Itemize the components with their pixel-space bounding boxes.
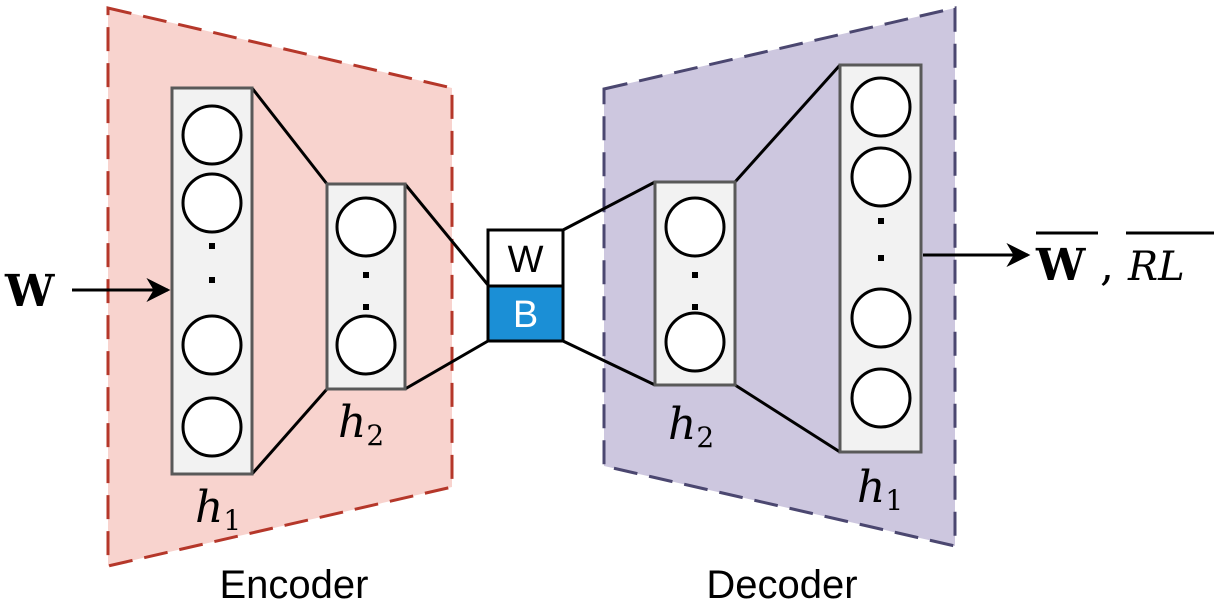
bottleneck-b-label: B [513, 294, 538, 336]
output-symbols: W , RL [1035, 231, 1214, 291]
decoder-layer-h1 [838, 63, 923, 454]
ellipsis-dot [209, 277, 215, 283]
input-symbol: W [4, 266, 55, 317]
connection-line [562, 180, 656, 232]
connection-line [250, 87, 329, 185]
bottleneck-w-label: W [508, 239, 544, 281]
neuron [850, 287, 912, 349]
connection-line [734, 383, 841, 454]
neuron [181, 314, 243, 376]
neuron [181, 396, 243, 458]
neuron [664, 196, 726, 258]
connection-line [733, 63, 842, 184]
ellipsis-dot [692, 272, 698, 278]
neuron [181, 104, 243, 166]
connection-line [250, 388, 329, 475]
neuron [850, 146, 912, 208]
neuron [181, 172, 243, 234]
decoder-h2-label: h2 [668, 399, 714, 454]
output-w-symbol: W [1035, 240, 1086, 291]
output-separator: , [1100, 240, 1114, 291]
encoder-h1-label: h1 [195, 482, 241, 537]
ellipsis-dot [878, 218, 884, 224]
ellipsis-dot [363, 272, 369, 278]
neuron [335, 196, 397, 258]
ellipsis-dot [692, 304, 698, 310]
decoder-caption: Decoder [706, 563, 857, 607]
encoder-connections [250, 87, 490, 475]
encoder-caption: Encoder [220, 563, 369, 607]
connection-line [403, 183, 490, 286]
output-rl-symbol: RL [1127, 244, 1185, 290]
decoder-connections [562, 63, 842, 454]
bottleneck: W B [486, 228, 565, 343]
encoder-layer-h2 [325, 182, 407, 391]
encoder-h2-label: h2 [338, 397, 384, 452]
neuron [850, 76, 912, 138]
connection-line [404, 339, 489, 391]
ellipsis-dot [209, 243, 215, 249]
neuron [850, 367, 912, 429]
neuron [335, 314, 397, 376]
neuron [664, 311, 726, 373]
bottleneck-b-box [486, 284, 565, 343]
ellipsis-dot [363, 304, 369, 310]
decoder-h1-label: h1 [857, 462, 903, 517]
encoder-layer-h1 [170, 86, 254, 476]
ellipsis-dot [878, 255, 884, 261]
connection-line [562, 339, 656, 387]
decoder-layer-h2 [653, 180, 737, 387]
